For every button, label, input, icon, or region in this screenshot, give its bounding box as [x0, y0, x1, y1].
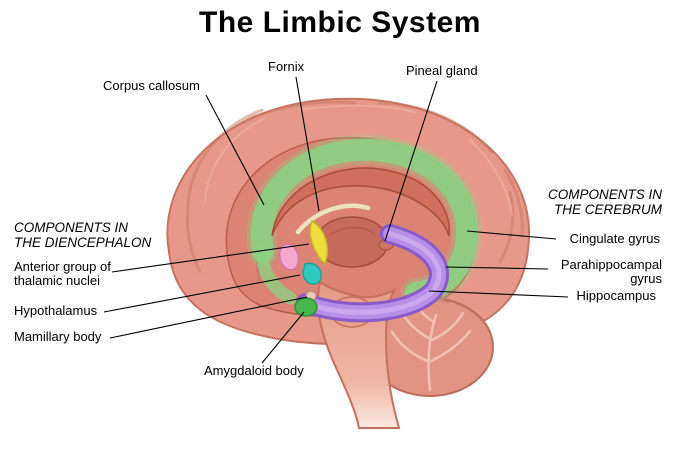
- label-hippocampus: Hippocampus: [576, 288, 657, 303]
- label-parahippocampal-gyrus: Parahippocampal gyrus: [560, 257, 662, 287]
- gyri-folds: [186, 100, 524, 274]
- hypothalamus-shape: [302, 262, 322, 285]
- gyri-highlights: [204, 104, 513, 216]
- leader-line-amygdaloid-body: [261, 311, 305, 364]
- leader-line-fornix: [295, 76, 320, 212]
- leader-line-corpus-callosum: [205, 94, 265, 206]
- header-components-cerebrum: COMPONENTS IN THE CEREBRUM: [547, 187, 662, 217]
- label-fornix: Fornix: [268, 59, 305, 74]
- anterior-thalamic-nuclei-shape: [309, 219, 329, 266]
- label-mamillary-body: Mamillary body: [14, 329, 102, 344]
- label-hypothalamus: Hypothalamus: [14, 303, 98, 318]
- corpus-callosum-shape: [271, 167, 450, 237]
- leader-line-mamillary-body: [109, 296, 308, 339]
- leader-line-parahippocampal: [445, 266, 549, 270]
- leader-line-cingulate-gyrus: [466, 230, 557, 240]
- label-pineal-gland: Pineal gland: [406, 63, 478, 78]
- leader-line-hippocampus: [428, 290, 569, 298]
- page-title: The Limbic System: [199, 6, 481, 39]
- header-components-diencephalon: COMPONENTS IN THE DIENCEPHALON: [14, 220, 152, 250]
- label-corpus-callosum: Corpus callosum: [103, 78, 200, 93]
- leader-lines: [103, 76, 569, 364]
- cingulate-ring-lower: [256, 245, 297, 305]
- amygdaloid-body-shape: [294, 297, 318, 317]
- label-cingulate-gyrus: Cingulate gyrus: [569, 231, 660, 246]
- label-amygdaloid-body: Amygdaloid body: [204, 363, 304, 378]
- leader-line-anterior-group: [111, 243, 310, 273]
- fornix-shape: [295, 203, 371, 235]
- label-anterior-thalamic-nuclei: Anterior group of thalamic nuclei: [14, 259, 111, 289]
- thalamus-texture: [329, 226, 376, 236]
- pink-nucleus-shape: [278, 243, 300, 271]
- leader-line-hypothalamus: [103, 274, 301, 313]
- leader-line-pineal-gland: [384, 80, 438, 242]
